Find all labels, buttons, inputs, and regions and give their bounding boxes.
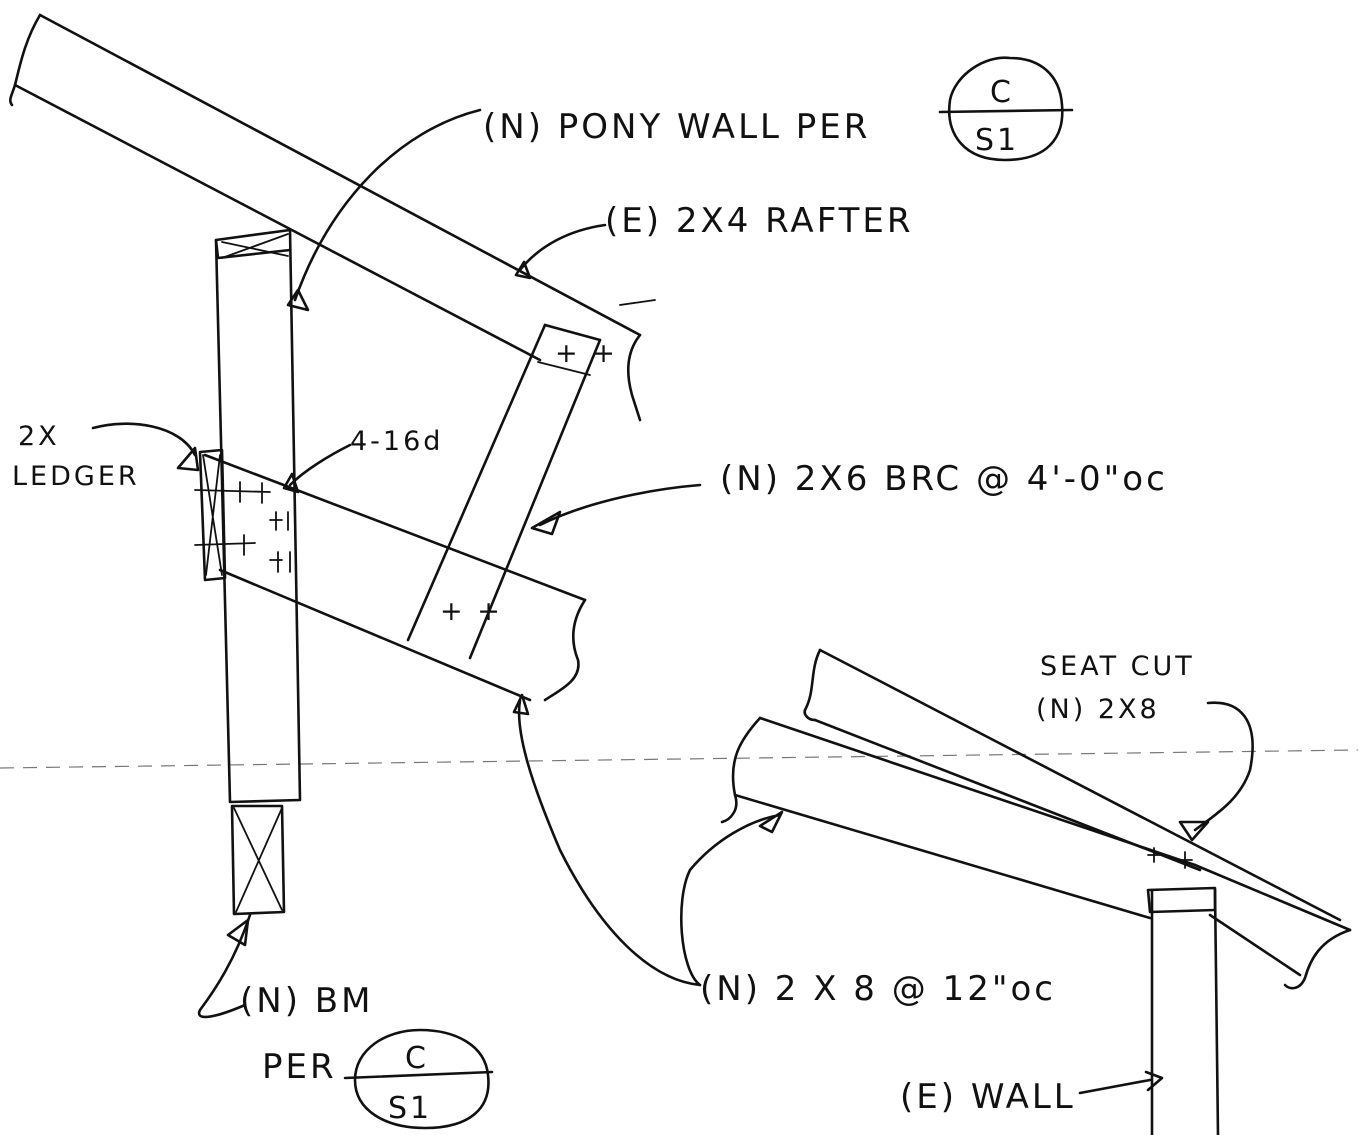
label-joist: (N) 2 X 8 @ 12"oc bbox=[700, 969, 1056, 1009]
label-beam-line1: (N) BM bbox=[240, 981, 373, 1021]
detail-bubble-pony-wall: C S1 bbox=[938, 56, 1074, 162]
label-nails: 4-16d bbox=[350, 426, 443, 457]
label-seat-cut-line1: SEAT CUT bbox=[1040, 651, 1195, 682]
pony-wall-detail-bottom: S1 bbox=[975, 123, 1019, 158]
beam-detail-top: C bbox=[405, 1041, 429, 1076]
label-ledger-line2: LEDGER bbox=[12, 461, 140, 492]
existing-rafter bbox=[9, 13, 656, 422]
label-pony-wall: (N) PONY WALL PER bbox=[483, 107, 870, 147]
ledger-fasteners bbox=[194, 481, 291, 573]
label-brace: (N) 2X6 BRC @ 4'-0"oc bbox=[720, 459, 1168, 499]
label-wall: (E) WALL bbox=[900, 1077, 1076, 1117]
brace-joint-fasteners: + + bbox=[440, 596, 503, 627]
beam-block bbox=[230, 804, 286, 916]
label-seat-cut-line2: (N) 2X8 bbox=[1036, 694, 1160, 725]
pony-wall-stud bbox=[214, 228, 302, 804]
top-gusset-fasteners: + + bbox=[555, 338, 618, 369]
new-brace bbox=[406, 323, 602, 660]
pony-wall-detail-top: C bbox=[990, 75, 1014, 110]
guide-line bbox=[0, 749, 1358, 769]
detail-bubble-beam: C S1 bbox=[343, 1028, 494, 1130]
leader-lines bbox=[91, 108, 1254, 1095]
ledger bbox=[198, 448, 227, 582]
new-joist-right bbox=[720, 648, 1352, 990]
label-beam-line2: PER bbox=[262, 1047, 337, 1087]
label-rafter: (E) 2X4 RAFTER bbox=[605, 201, 914, 241]
existing-wall bbox=[1146, 886, 1220, 1135]
label-ledger-line1: 2X bbox=[18, 421, 60, 452]
new-joist-left bbox=[203, 453, 587, 702]
beam-detail-bottom: S1 bbox=[388, 1091, 432, 1126]
